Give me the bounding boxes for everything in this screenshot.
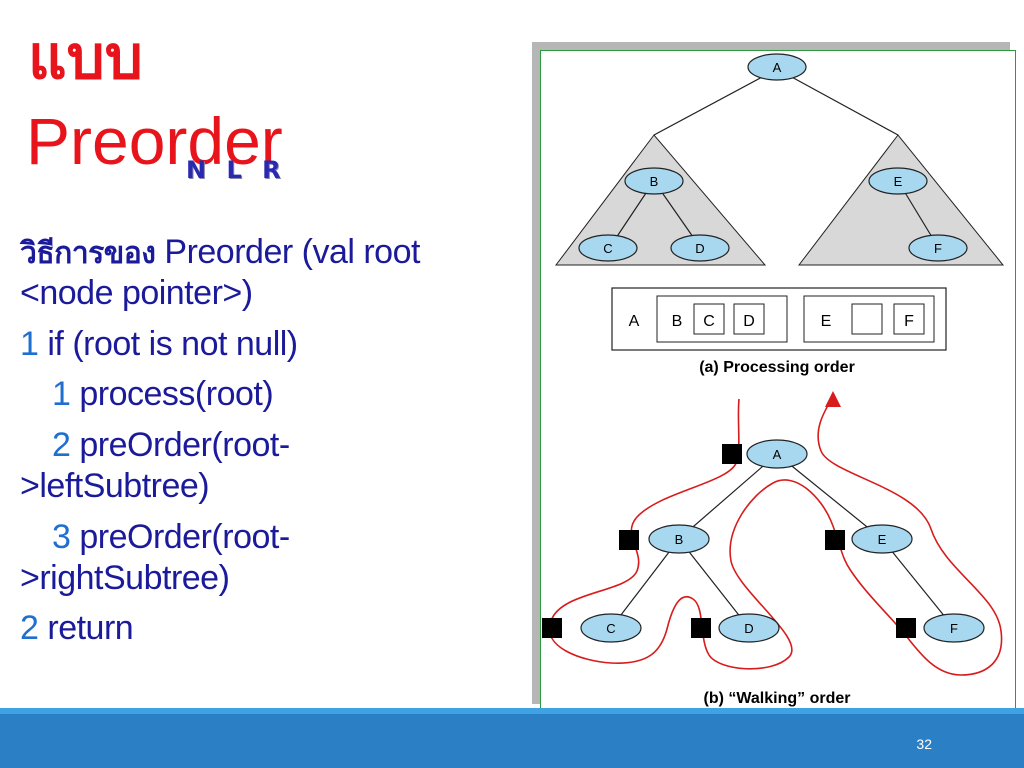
walk-node-c: C xyxy=(580,613,642,643)
walk-node-b: B xyxy=(648,524,710,554)
visit-marker-b xyxy=(619,530,639,550)
code-header-cont: <node pointer>) xyxy=(20,273,253,312)
code-line-number: 3 xyxy=(52,517,71,556)
caption-walking-order: (b) “Walking” order xyxy=(704,690,851,707)
node-label: D xyxy=(744,621,753,636)
visit-marker-c xyxy=(542,618,562,638)
code-line-text: process(root) xyxy=(70,375,274,414)
walking-path xyxy=(548,396,1003,676)
order-slot-d xyxy=(733,303,765,335)
order-slot-c xyxy=(693,303,725,335)
node-f: F xyxy=(908,234,968,262)
order-slot-empty xyxy=(851,303,883,335)
walk-edge-b-d xyxy=(678,538,750,629)
code-line-number: 1 xyxy=(20,324,39,363)
code-header-rest: Preorder (val root xyxy=(155,233,420,271)
walk-edge-b-c xyxy=(610,538,680,629)
visit-marker-d xyxy=(691,618,711,638)
title-subscript-nlr: N L R xyxy=(186,156,287,184)
node-c: C xyxy=(578,234,638,262)
visit-marker-e xyxy=(825,530,845,550)
node-label: E xyxy=(894,174,903,189)
footer-accent-line xyxy=(0,708,1024,714)
node-label: D xyxy=(695,241,704,256)
right-subtree-triangle xyxy=(797,134,1005,266)
edge-a-e xyxy=(776,68,899,136)
order-label: F xyxy=(904,313,914,330)
code-line-text: preOrder(root- xyxy=(70,426,290,465)
code-line-process: 1 process(root) xyxy=(20,374,540,415)
node-label: A xyxy=(773,447,782,462)
walk-edge-a-e xyxy=(776,453,883,540)
order-label: E xyxy=(821,313,832,330)
order-label: A xyxy=(629,313,640,330)
code-line-if: 1 if (root is not null) xyxy=(20,324,540,365)
order-slot-f xyxy=(893,303,925,335)
order-label: C xyxy=(703,313,715,330)
code-header-thai: วิธีการของ xyxy=(20,236,156,271)
node-e: E xyxy=(868,167,928,195)
algorithm-code: วิธีการของ Preorder (val root <node poin… xyxy=(20,232,540,649)
order-label: B xyxy=(672,313,683,330)
title-thai: แบบ xyxy=(28,23,143,93)
node-label: B xyxy=(650,174,659,189)
node-label: C xyxy=(603,241,612,256)
footer-bar xyxy=(0,714,1024,768)
walk-node-f: F xyxy=(923,613,985,643)
node-label: A xyxy=(773,60,782,75)
code-line-text: return xyxy=(38,609,134,648)
edge-a-b xyxy=(653,68,778,136)
preorder-diagram: A B E C D F A B C D E F (a) Processing o… xyxy=(542,53,1005,707)
code-line-text: preOrder(root- xyxy=(70,517,290,556)
walk-edge-a-b xyxy=(678,453,778,540)
node-b: B xyxy=(624,167,684,195)
code-line-text: if (root is not null) xyxy=(38,324,298,363)
node-label: F xyxy=(950,621,958,636)
node-d: D xyxy=(670,234,730,262)
visit-marker-a xyxy=(722,444,742,464)
node-a: A xyxy=(747,53,807,81)
visit-marker-f xyxy=(896,618,916,638)
preorder-figure: A B E C D F A B C D E F (a) Processing o… xyxy=(540,50,1016,710)
code-line-left-cont: >leftSubtree) xyxy=(20,466,210,505)
code-line-number: 1 xyxy=(52,375,71,414)
left-subtree-triangle xyxy=(554,134,767,266)
walk-edge-e-f xyxy=(881,538,955,629)
code-line-number: 2 xyxy=(20,609,39,648)
code-header: วิธีการของ Preorder (val root xyxy=(20,232,540,273)
code-line-left: 2 preOrder(root- xyxy=(20,425,540,466)
caption-processing-order: (a) Processing order xyxy=(699,359,855,376)
walk-node-e: E xyxy=(851,524,913,554)
walk-node-a: A xyxy=(746,439,808,469)
node-label: F xyxy=(934,241,942,256)
order-label: D xyxy=(743,313,755,330)
walk-node-d: D xyxy=(718,613,780,643)
node-label: C xyxy=(606,621,615,636)
code-line-right: 3 preOrder(root- xyxy=(20,517,540,558)
walking-path-arrowhead xyxy=(825,391,841,407)
code-line-return: 2 return xyxy=(20,608,540,649)
title-preorder: Preorder xyxy=(26,104,283,178)
node-label: B xyxy=(675,532,684,547)
code-line-number: 2 xyxy=(52,426,71,465)
node-label: E xyxy=(878,532,887,547)
code-line-right-cont: >rightSubtree) xyxy=(20,558,230,597)
page-number: 32 xyxy=(916,736,932,752)
